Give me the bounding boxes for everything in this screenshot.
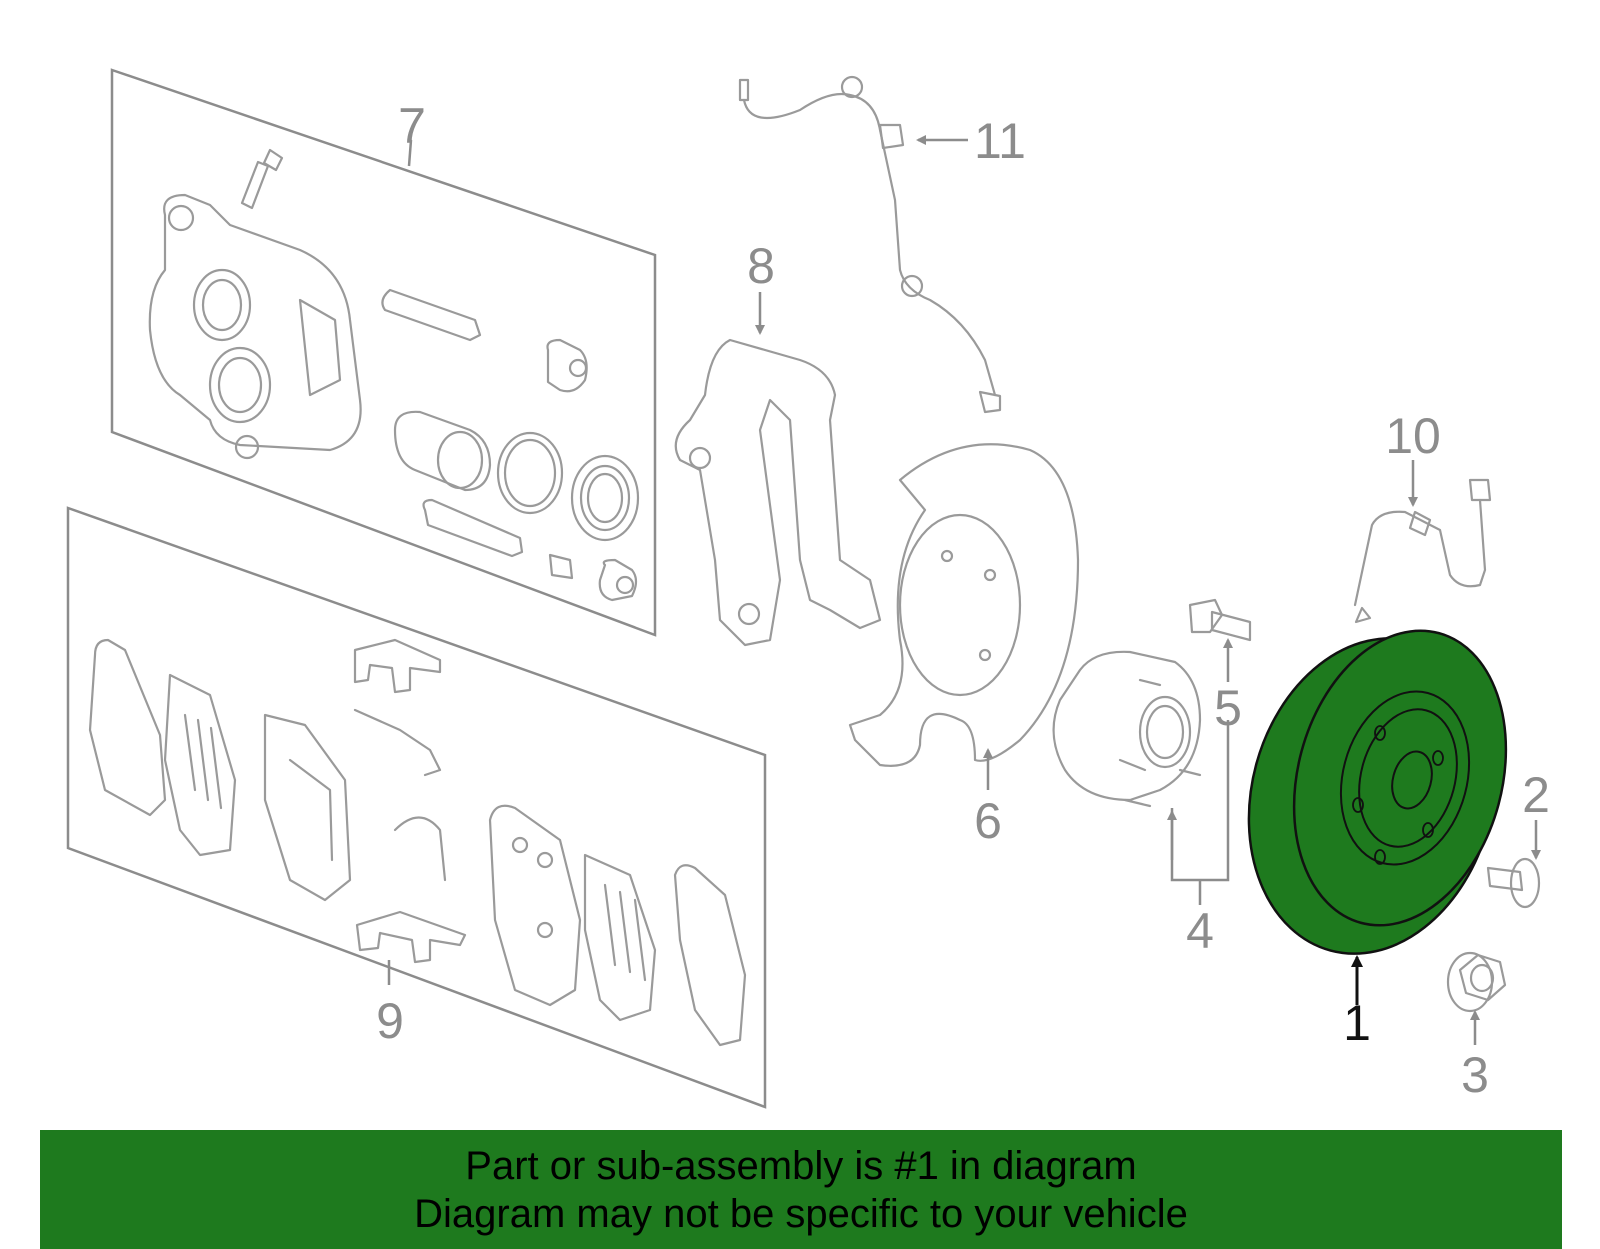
callout-5[interactable]: 5 <box>1214 680 1242 736</box>
hub-bearing[interactable] <box>1052 650 1202 808</box>
callout-2[interactable]: 2 <box>1522 767 1550 823</box>
leader-7 <box>407 139 413 167</box>
banner-line-disclaimer: Diagram may not be specific to your vehi… <box>414 1192 1188 1236</box>
callout-4[interactable]: 4 <box>1186 903 1214 959</box>
callout-11[interactable]: 11 <box>974 113 1026 169</box>
wheel-speed-sensor[interactable] <box>738 75 1002 414</box>
info-banner: Part or sub-assembly is #1 in diagram Di… <box>40 1130 1562 1249</box>
callout-8[interactable]: 8 <box>747 238 775 294</box>
info-banner-background <box>40 1130 1562 1249</box>
callout-3[interactable]: 3 <box>1461 1047 1489 1103</box>
callout-1[interactable]: 1 <box>1343 995 1371 1051</box>
brake-pad-kit-panel[interactable] <box>66 506 767 1109</box>
splash-shield[interactable] <box>848 443 1080 767</box>
rotor-retaining-screw[interactable] <box>1486 857 1541 909</box>
brake-hose[interactable] <box>1353 478 1492 624</box>
callout-6[interactable]: 6 <box>974 793 1002 849</box>
hub-nut[interactable] <box>1446 951 1507 1013</box>
caliper-bracket[interactable] <box>674 338 882 647</box>
callout-9[interactable]: 9 <box>376 993 404 1049</box>
callout-7[interactable]: 7 <box>398 98 426 154</box>
callout-10[interactable]: 10 <box>1385 408 1441 464</box>
hub-bolt[interactable] <box>1188 598 1252 642</box>
brake-rotor[interactable] <box>1215 607 1538 982</box>
banner-line-part: Part or sub-assembly is #1 in diagram <box>465 1144 1137 1188</box>
caliper-kit-panel[interactable] <box>110 68 657 637</box>
